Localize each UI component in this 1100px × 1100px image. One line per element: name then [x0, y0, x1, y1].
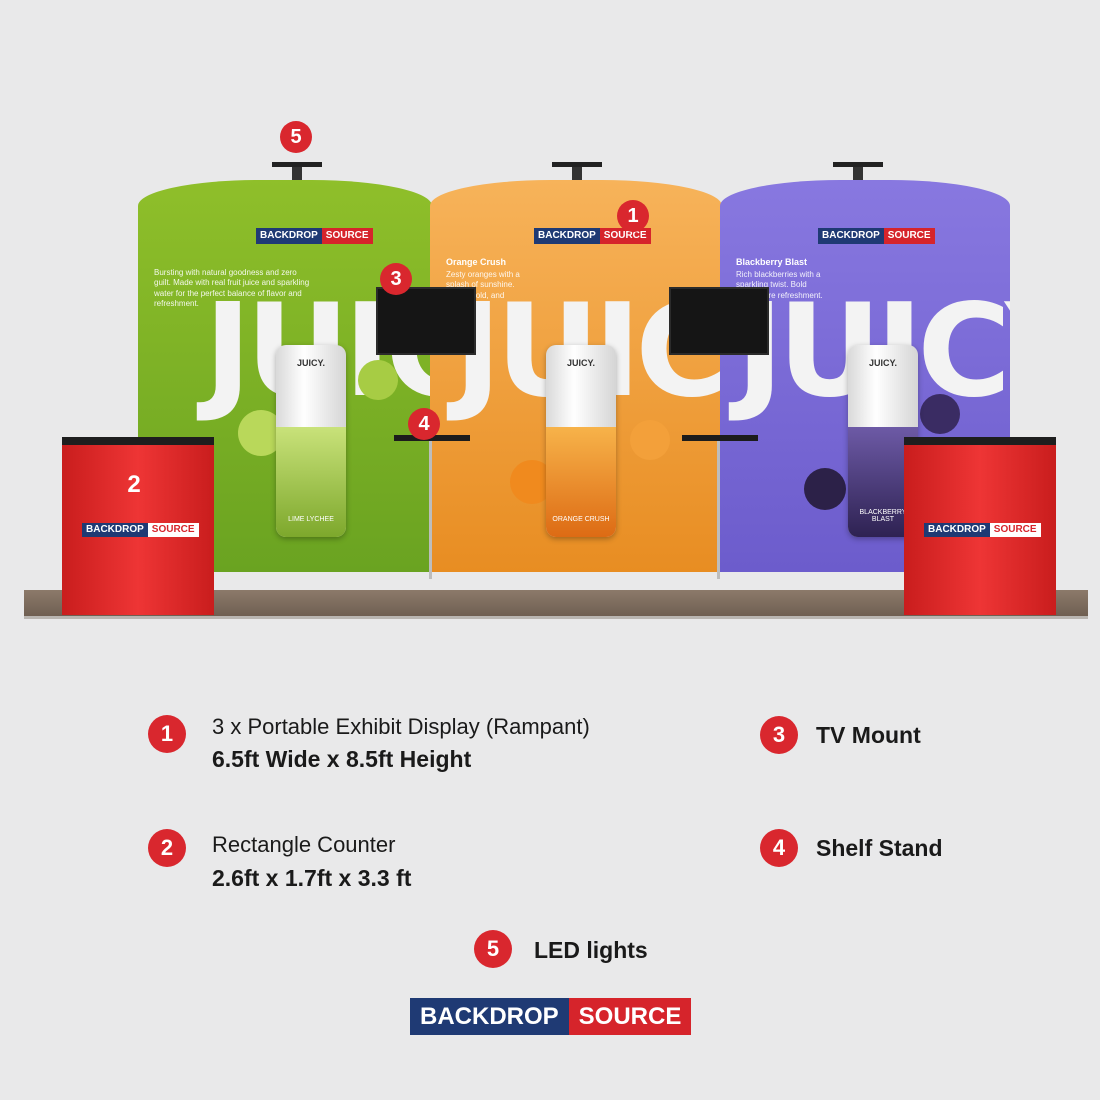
legend-item-2-detail: 2.6ft x 1.7ft x 3.3 ft — [212, 865, 412, 891]
marker-4: 4 — [408, 408, 440, 440]
legend-number-4: 4 — [760, 829, 798, 867]
legend-item-1-detail: 6.5ft Wide x 8.5ft Height — [212, 746, 472, 772]
shelf-pole-left — [429, 441, 432, 579]
tv-screen-left — [376, 287, 476, 355]
juice-can-lime: JUICY. LIME LYCHEE — [276, 345, 346, 537]
orange-illustration — [630, 420, 670, 460]
led-light-center — [552, 162, 602, 167]
panel-title: Blackberry Blast — [736, 257, 808, 267]
led-light-left — [272, 162, 322, 167]
legend-item-5-title: LED lights — [534, 937, 648, 963]
shelf-right — [682, 435, 758, 441]
blackberry-illustration — [804, 468, 846, 510]
legend-number-5: 5 — [474, 930, 512, 968]
marker-5: 5 — [280, 121, 312, 153]
marker-3: 3 — [380, 263, 412, 295]
led-light-stem — [292, 167, 302, 185]
legend-item-1-title: 3 x Portable Exhibit Display (Rampant) — [212, 714, 590, 739]
led-light-stem — [853, 167, 863, 185]
blackberry-illustration — [920, 394, 960, 434]
legend-number-3: 3 — [760, 716, 798, 754]
shelf-left — [394, 435, 470, 441]
shelf-pole-right — [717, 441, 720, 579]
panel-text: Bursting with natural goodness and zero … — [154, 268, 310, 309]
led-light-stem — [572, 167, 582, 185]
legend-number-1: 1 — [148, 715, 186, 753]
tv-screen-right — [669, 287, 769, 355]
legend-item-2-title: Rectangle Counter — [212, 832, 396, 857]
juice-can-orange: JUICY. ORANGE CRUSH — [546, 345, 616, 537]
panel-text: Rich blackberries with a sparkling twist… — [736, 270, 823, 300]
led-light-right — [833, 162, 883, 167]
marker-1: 1 — [617, 200, 649, 232]
panel-title: Orange Crush — [446, 257, 507, 267]
legend-number-2: 2 — [148, 829, 186, 867]
legend-item-3-title: TV Mount — [816, 722, 921, 748]
legend-item-4-title: Shelf Stand — [816, 835, 943, 861]
marker-2: 2 — [127, 471, 141, 498]
lime-illustration — [358, 360, 398, 400]
